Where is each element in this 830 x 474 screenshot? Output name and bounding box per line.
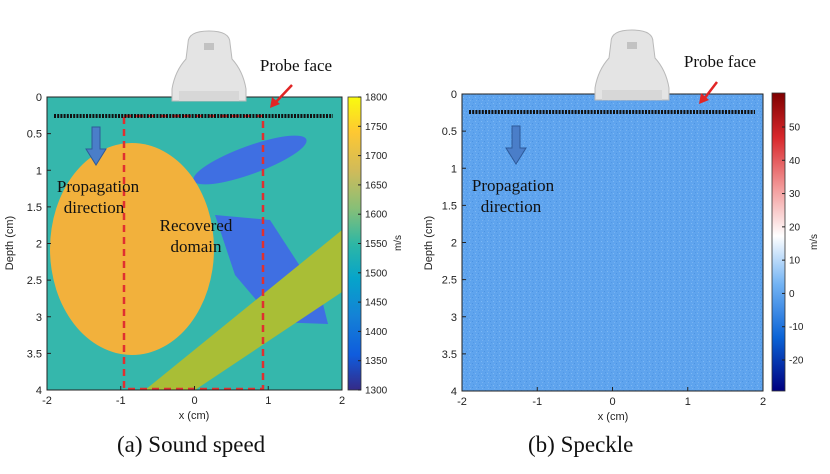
panel-b-x-tick-label: 2 <box>760 396 766 408</box>
panel-b-probe-arrowhead <box>699 93 709 104</box>
panel-b-probe-icon <box>594 29 670 101</box>
panel-b-x-tick-label: -1 <box>532 396 542 408</box>
panel-a-colorbar-tick-label: 1300 <box>365 386 388 397</box>
panel-b-y-tick-label: 1 <box>451 163 457 175</box>
panel-a-x-tick-label: -2 <box>42 395 52 407</box>
panel-a-probe-icon <box>171 30 247 102</box>
panel-a-ylabel: Depth (cm) <box>4 216 16 270</box>
panel-b-colorbar <box>771 92 786 392</box>
caption-b: (b) Speckle <box>528 432 634 457</box>
caption-a: (a) Sound speed <box>117 432 266 457</box>
panel-a-circle-inclusion <box>50 143 214 355</box>
panel-b-colorbar-tick-label: 50 <box>789 123 801 134</box>
panel-b-colorbar-unit: m/s <box>809 234 820 250</box>
panel-a-diagonal-band <box>145 230 342 390</box>
panel-a-colorbar-tick-label: 1600 <box>365 210 388 221</box>
panel-b-x-tick-label: 1 <box>685 396 691 408</box>
panel-a-ellipse-inclusion <box>193 135 307 185</box>
panel-a-y-tick-label: 2.5 <box>27 275 42 287</box>
recovered-label-line-2: domain <box>171 237 222 256</box>
panel-b-y-tick-label: 2 <box>451 238 457 250</box>
panel-b-colorbar-tick-label: -10 <box>789 322 804 333</box>
panel-a: Probe face Propagation direction Recover… <box>4 30 404 422</box>
panel-b-propagation-arrow <box>505 125 527 165</box>
recovered-domain-box <box>122 114 265 390</box>
panel-b-y-ticks: 0 0.5 1 1.5 2 2.5 3 3.5 4 <box>442 89 466 398</box>
panel-a-xlabel: x (cm) <box>179 410 210 422</box>
panel-b-colorbar-tick-label: 0 <box>789 289 795 300</box>
panel-a-propagation-line-2: direction <box>64 198 125 217</box>
panel-b-y-tick-label: 0.5 <box>442 126 457 138</box>
panel-b-colorbar-tick-label: 30 <box>789 189 801 200</box>
panel-a-colorbar-ticks: 1800 1750 1700 1650 1600 1550 1500 1450 1400 1350… <box>358 93 388 397</box>
panel-b-probe-label: Probe face <box>684 52 756 71</box>
panel-b-y-tick-label: 3.5 <box>442 349 457 361</box>
panel-b-colorbar-ticks: 50 40 30 20 10 0 -10 -20 <box>782 123 804 367</box>
panel-b-speckle-background <box>462 94 763 391</box>
panel-a-plot <box>47 97 342 390</box>
panel-b-x-ticks: -2 -1 0 1 2 <box>457 387 766 408</box>
panel-a-colorbar-tick-label: 1400 <box>365 327 388 338</box>
panel-a-y-tick-label: 0 <box>36 92 42 104</box>
panel-a-y-tick-label: 1.5 <box>27 202 42 214</box>
panel-a-x-tick-label: 2 <box>339 395 345 407</box>
panel-b-propagation-line-1: Propagation <box>472 176 555 195</box>
panel-b-y-tick-label: 3 <box>451 312 457 324</box>
panel-a-y-tick-label: 0.5 <box>27 129 42 141</box>
panel-b-y-tick-label: 4 <box>451 386 457 398</box>
recovered-label-line-1: Recovered <box>160 216 233 235</box>
panel-a-x-tick-label: -1 <box>116 395 126 407</box>
panel-a-colorbar-tick-label: 1750 <box>365 122 388 133</box>
panel-b-ylabel: Depth (cm) <box>423 216 435 270</box>
panel-a-colorbar-tick-label: 1550 <box>365 239 388 250</box>
panel-a-y-tick-label: 2 <box>36 239 42 251</box>
panel-a-y-tick-label: 3 <box>36 312 42 324</box>
panel-a-colorbar-tick-label: 1500 <box>365 268 388 279</box>
panel-a-colorbar-unit: m/s <box>393 235 404 251</box>
panel-b-y-tick-label: 2.5 <box>442 275 457 287</box>
panel-a-x-tick-label: 0 <box>191 395 197 407</box>
panel-b-x-tick-label: 0 <box>609 396 615 408</box>
panel-b-probe-arrow <box>703 81 718 100</box>
panel-a-colorbar-tick-label: 1800 <box>365 93 388 104</box>
panel-a-probe-arrowhead <box>270 97 280 108</box>
panel-a-x-tick-label: 1 <box>265 395 271 407</box>
panel-b-colorbar-tick-label: 40 <box>789 156 801 167</box>
panel-b-colorbar-tick-label: 10 <box>789 256 801 267</box>
panel-b-y-tick-label: 0 <box>451 89 457 101</box>
panel-b-x-tick-label: -2 <box>457 396 467 408</box>
panel-a-colorbar-tick-label: 1650 <box>365 180 388 191</box>
panel-a-probe-label: Probe face <box>260 56 332 75</box>
panel-a-colorbar-tick-label: 1350 <box>365 356 388 367</box>
panel-a-colorbar-tick-label: 1450 <box>365 298 388 309</box>
panel-a-y-tick-label: 1 <box>36 165 42 177</box>
panel-a-x-ticks: -2 -1 0 1 2 <box>42 386 345 407</box>
panel-a-y-ticks: 0 0.5 1 1.5 2 2.5 3 3.5 4 <box>27 92 51 397</box>
panel-a-y-tick-label: 3.5 <box>27 348 42 360</box>
panel-a-y-tick-label: 4 <box>36 385 42 397</box>
panel-a-probe-arrow <box>274 84 293 104</box>
panel-b-propagation-line-2: direction <box>481 197 542 216</box>
panel-b-colorbar-tick-label: 20 <box>789 222 801 233</box>
panel-b-xlabel: x (cm) <box>598 411 629 423</box>
panel-b-y-tick-label: 1.5 <box>442 200 457 212</box>
panel-a-propagation-arrow <box>85 126 107 166</box>
panel-a-colorbar-tick-label: 1700 <box>365 151 388 162</box>
panel-b-colorbar-tick-label: -20 <box>789 356 804 367</box>
panel-a-propagation-line-1: Propagation <box>57 177 140 196</box>
